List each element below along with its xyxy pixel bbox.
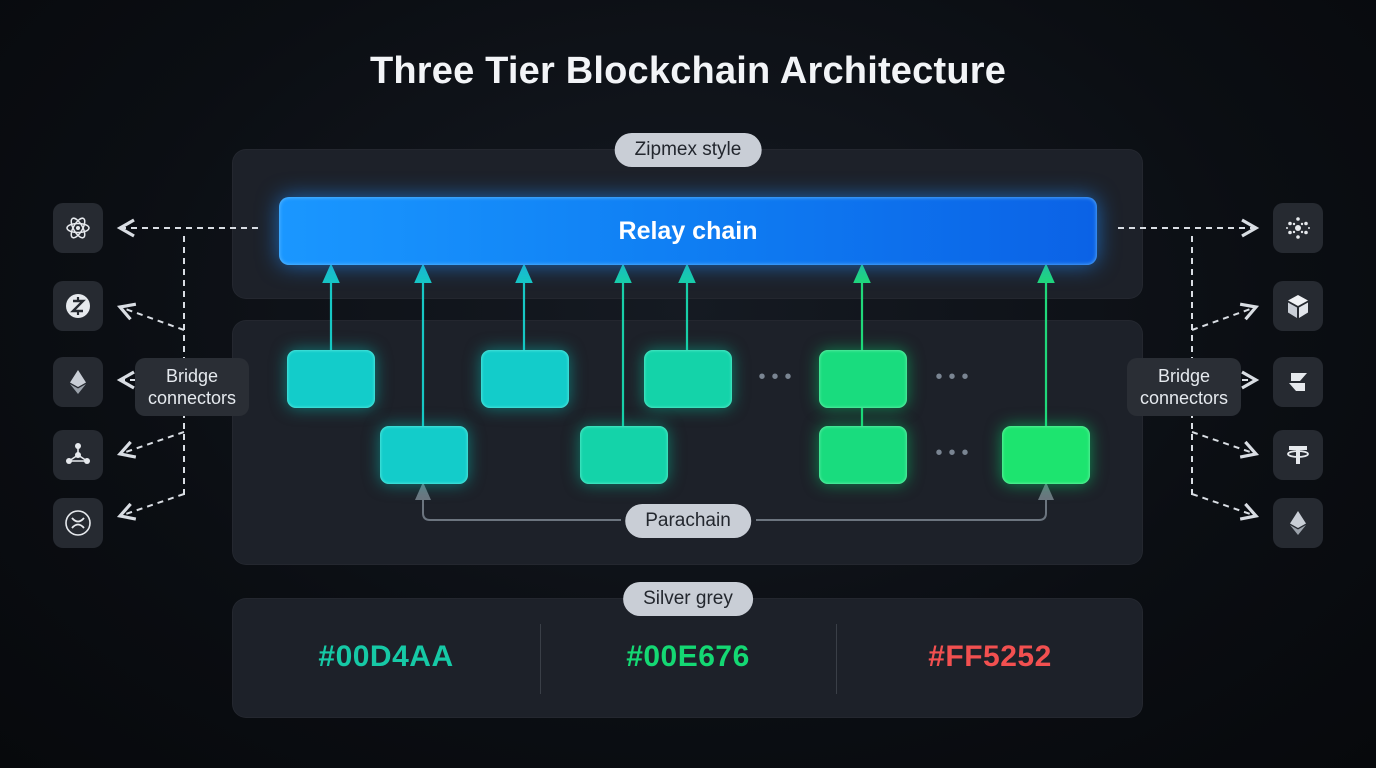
atom-icon	[53, 203, 103, 253]
right-coin-link	[1191, 431, 1260, 459]
palette-hex-red: #FF5252	[928, 640, 1052, 673]
tier-label-bottom: Silver grey	[623, 582, 753, 616]
cardano-icon	[1273, 203, 1323, 253]
bridge-label-line2: connectors	[147, 388, 237, 408]
tier-label-parachain: Parachain	[625, 504, 751, 538]
palette-tier-panel	[232, 598, 1143, 718]
parachain-block	[380, 426, 468, 484]
left-coin-link	[116, 302, 185, 331]
bridge-connectors-left: Bridge connectors	[135, 358, 249, 416]
parachain-block	[819, 426, 907, 484]
palette-divider	[540, 624, 541, 694]
parachain-block	[287, 350, 375, 408]
palette-divider	[836, 624, 837, 694]
cube-icon	[1273, 281, 1323, 331]
left-coin-link	[116, 431, 185, 459]
ellipsis-icon: •••	[935, 366, 975, 388]
left-coin-link	[116, 493, 185, 521]
parachain-block	[1002, 426, 1090, 484]
palette-hex-teal: #00D4AA	[318, 640, 454, 673]
bridge-connectors-right: Bridge connectors	[1127, 358, 1241, 416]
parachain-bracket-right	[756, 482, 1054, 521]
parachain-bracket-left	[415, 482, 621, 521]
bridge-label-line2: connectors	[1139, 388, 1229, 408]
network-nodes-icon	[53, 430, 103, 480]
zcash-icon	[53, 281, 103, 331]
tether-icon	[1273, 430, 1323, 480]
palette-hex-green: #00E676	[626, 640, 750, 673]
parachain-block	[644, 350, 732, 408]
right-coin-link	[1191, 302, 1260, 331]
right-coin-link	[1191, 493, 1260, 521]
ellipsis-icon: •••	[935, 442, 975, 464]
parachain-block	[481, 350, 569, 408]
relay-chain-label: Relay chain	[618, 216, 758, 245]
ethereum-icon	[1273, 498, 1323, 548]
page-title: Three Tier Blockchain Architecture	[369, 50, 1007, 92]
bridge-label-line1: Bridge	[165, 366, 219, 386]
stacked-s-icon	[1273, 357, 1323, 407]
ellipsis-icon: •••	[758, 366, 798, 388]
bridge-label-line1: Bridge	[1157, 366, 1211, 386]
relay-chain-bar: Relay chain	[279, 197, 1097, 265]
parachain-block	[819, 350, 907, 408]
parachain-block	[580, 426, 668, 484]
xrp-icon	[53, 498, 103, 548]
ethereum-icon	[53, 357, 103, 407]
tier-label-top: Zipmex style	[614, 133, 762, 167]
